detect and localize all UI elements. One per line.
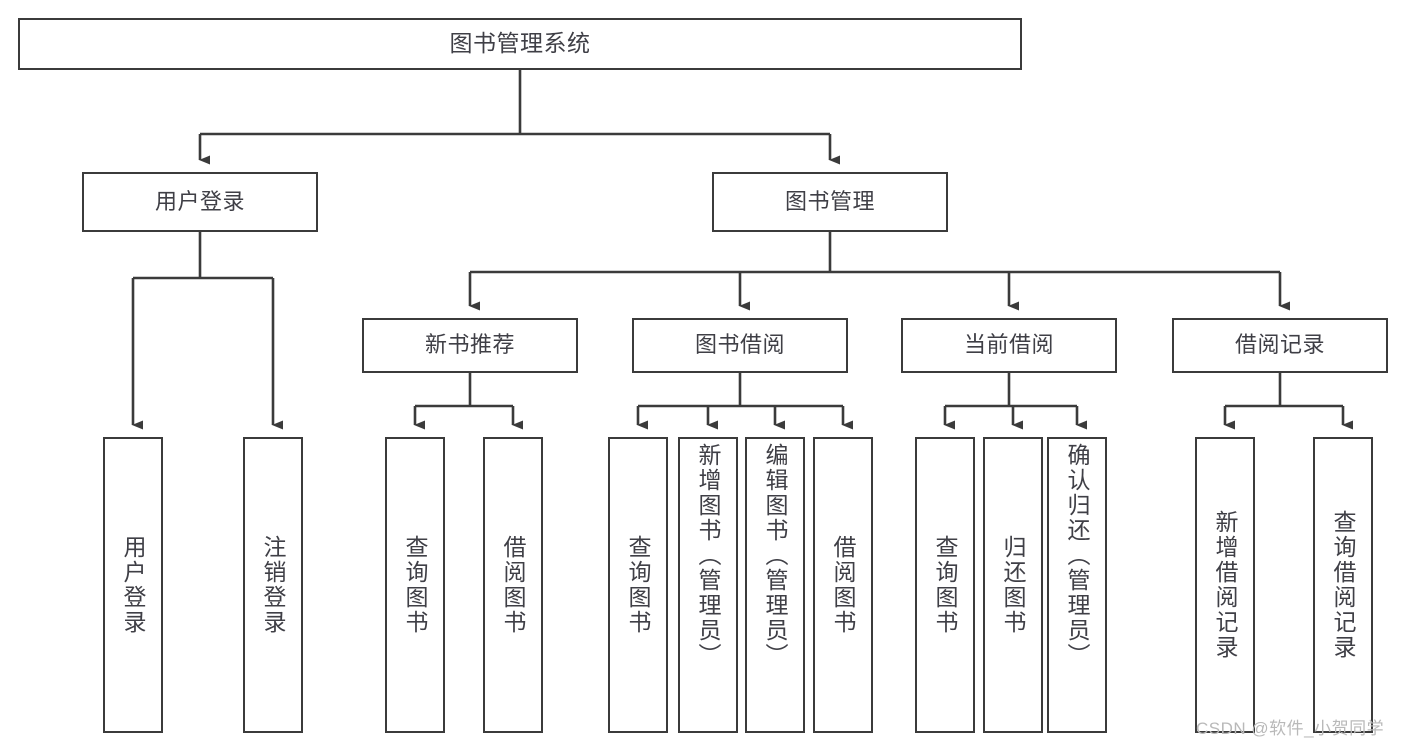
node-leaf-logout-label: 注销登录 bbox=[260, 535, 287, 635]
node-leaf-query-record[interactable]: 查询借阅记录 bbox=[1313, 437, 1373, 733]
node-leaf-query-book-cb-label: 查询图书 bbox=[932, 535, 959, 635]
node-book-manage-label: 图书管理 bbox=[784, 188, 875, 214]
node-user-login-label: 用户登录 bbox=[154, 188, 245, 214]
node-leaf-logout[interactable]: 注销登录 bbox=[243, 437, 303, 733]
node-leaf-query-book-cb[interactable]: 查询图书 bbox=[915, 437, 975, 733]
node-current-borrow-label: 当前借阅 bbox=[963, 332, 1054, 358]
node-leaf-query-book-nbr[interactable]: 查询图书 bbox=[385, 437, 445, 733]
node-current-borrow[interactable]: 当前借阅 bbox=[901, 318, 1117, 373]
node-user-login[interactable]: 用户登录 bbox=[82, 172, 318, 232]
node-book-manage[interactable]: 图书管理 bbox=[712, 172, 948, 232]
node-leaf-add-book-label: 新增图书（管理员） bbox=[695, 443, 722, 668]
node-leaf-return-book[interactable]: 归还图书 bbox=[983, 437, 1043, 733]
node-leaf-edit-book[interactable]: 编辑图书（管理员） bbox=[745, 437, 805, 733]
node-leaf-user-login-label: 用户登录 bbox=[120, 535, 147, 635]
node-leaf-add-record-label: 新增借阅记录 bbox=[1212, 510, 1239, 660]
node-new-book-recommend[interactable]: 新书推荐 bbox=[362, 318, 578, 373]
node-leaf-query-book-nbr-label: 查询图书 bbox=[402, 535, 429, 635]
node-leaf-query-record-label: 查询借阅记录 bbox=[1330, 510, 1357, 660]
node-new-book-recommend-label: 新书推荐 bbox=[424, 332, 515, 358]
node-leaf-borrow-book-bb-label: 借阅图书 bbox=[830, 535, 857, 635]
node-leaf-confirm-return-label: 确认归还（管理员） bbox=[1064, 443, 1091, 668]
node-leaf-confirm-return[interactable]: 确认归还（管理员） bbox=[1047, 437, 1107, 733]
node-leaf-add-record[interactable]: 新增借阅记录 bbox=[1195, 437, 1255, 733]
node-root[interactable]: 图书管理系统 bbox=[18, 18, 1022, 70]
node-borrow-record[interactable]: 借阅记录 bbox=[1172, 318, 1388, 373]
node-leaf-borrow-book-nbr-label: 借阅图书 bbox=[500, 535, 527, 635]
csdn-watermark: CSDN @软件_小贺同学 bbox=[1196, 719, 1385, 738]
node-root-label: 图书管理系统 bbox=[449, 30, 591, 57]
node-leaf-return-book-label: 归还图书 bbox=[1000, 535, 1027, 635]
node-leaf-query-book-bb-label: 查询图书 bbox=[625, 535, 652, 635]
node-leaf-borrow-book-bb[interactable]: 借阅图书 bbox=[813, 437, 873, 733]
node-leaf-add-book[interactable]: 新增图书（管理员） bbox=[678, 437, 738, 733]
node-book-borrow-label: 图书借阅 bbox=[694, 332, 785, 358]
node-leaf-borrow-book-nbr[interactable]: 借阅图书 bbox=[483, 437, 543, 733]
node-leaf-edit-book-label: 编辑图书（管理员） bbox=[762, 443, 789, 668]
node-book-borrow[interactable]: 图书借阅 bbox=[632, 318, 848, 373]
node-leaf-user-login[interactable]: 用户登录 bbox=[103, 437, 163, 733]
node-borrow-record-label: 借阅记录 bbox=[1234, 332, 1325, 358]
node-leaf-query-book-bb[interactable]: 查询图书 bbox=[608, 437, 668, 733]
